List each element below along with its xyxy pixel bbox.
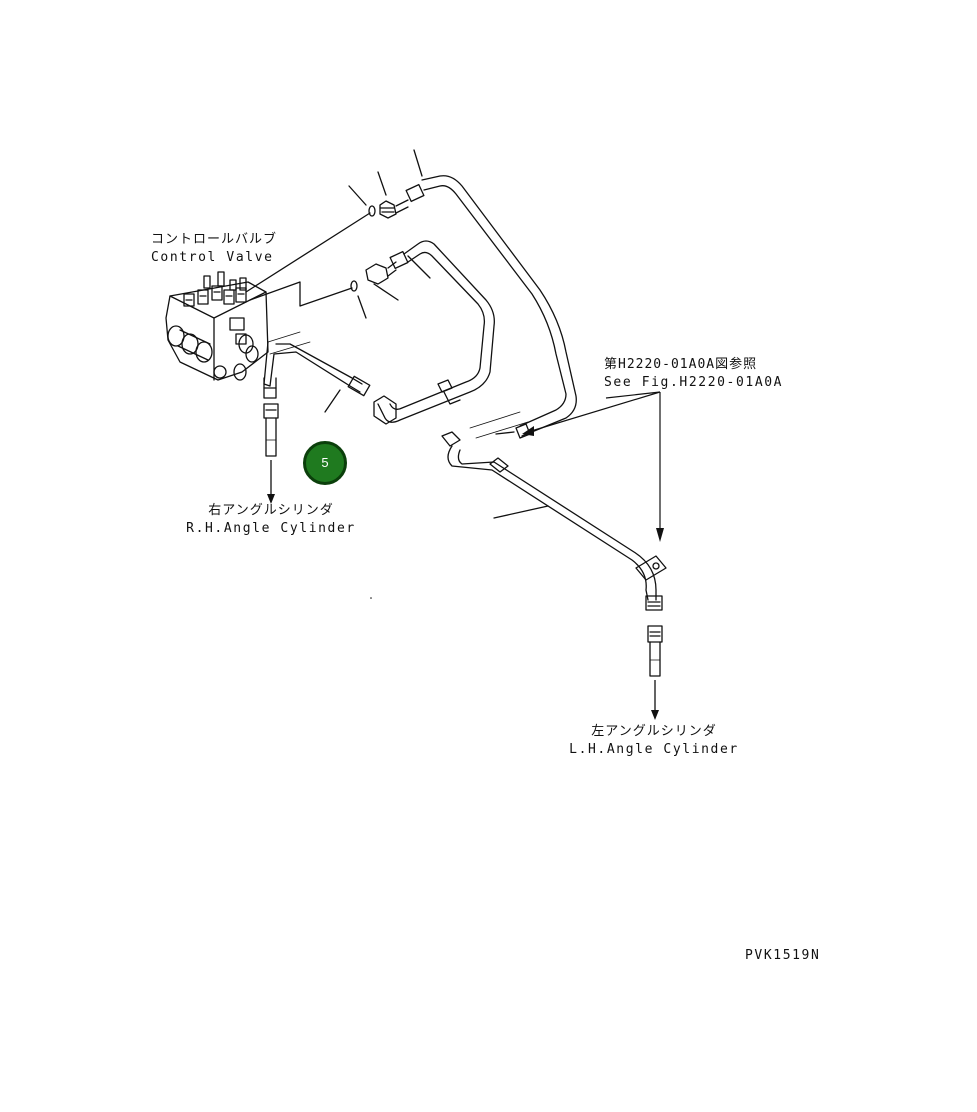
see-figure-label-ja: 第H2220-01A0A図参照 bbox=[604, 357, 758, 372]
drawing-code: PVK1519N bbox=[745, 948, 821, 963]
control-valve-label-en: Control Valve bbox=[151, 250, 274, 265]
see-figure-label-en: See Fig.H2220-01A0A bbox=[604, 375, 784, 390]
rh-angle-cylinder-label-en: R.H.Angle Cylinder bbox=[186, 521, 356, 536]
lh-angle-cylinder-label-en: L.H.Angle Cylinder bbox=[569, 742, 739, 757]
control-valve-label-ja: コントロールバルブ bbox=[151, 232, 278, 247]
rh-angle-cylinder-label-ja: 右アングルシリンダ bbox=[208, 503, 334, 518]
lh-angle-cylinder-label-ja: 左アングルシリンダ bbox=[591, 724, 717, 739]
control-valve bbox=[165, 271, 269, 381]
part-callout-5[interactable]: 5 bbox=[303, 441, 347, 485]
